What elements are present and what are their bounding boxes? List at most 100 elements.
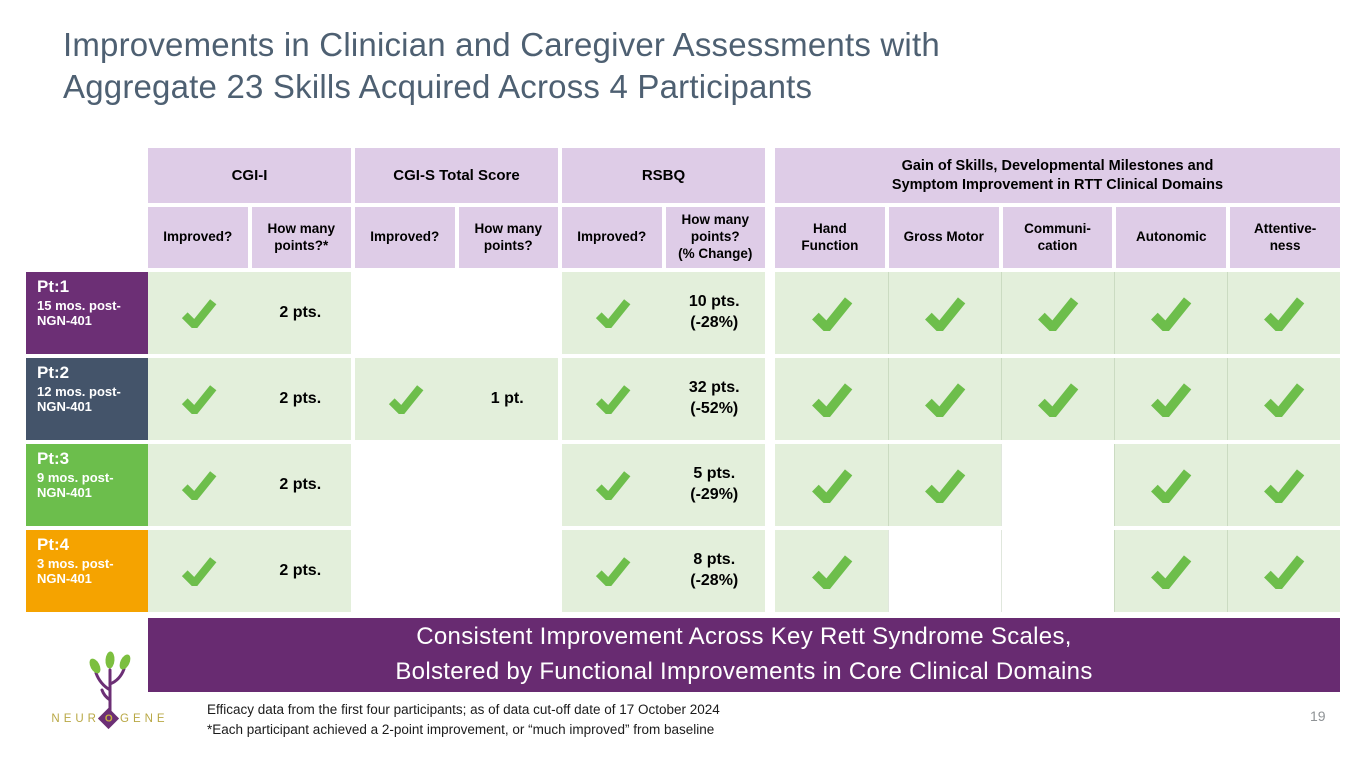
logo-word-right: GENE <box>120 712 169 725</box>
check-icon <box>811 468 852 503</box>
logo-o: O <box>104 713 113 724</box>
domains-row-1 <box>775 272 1340 354</box>
domain-cell <box>1227 444 1340 526</box>
check-icon <box>1151 382 1192 417</box>
participant-duration: 9 mos. post-NGN-401 <box>37 469 114 500</box>
points-cell: 2 pts. <box>279 389 322 407</box>
check-icon <box>811 382 852 417</box>
domain-cell <box>888 358 1001 440</box>
points-cell: 10 pts.(-28%) <box>688 293 740 331</box>
improved-cell <box>148 358 250 440</box>
domains-header-line: Gain of Skills, Developmental Milestones… <box>901 157 1214 174</box>
check-icon <box>1038 382 1079 417</box>
scales-row-2: 2 pts. 1 pt. 32 pts.(-52%) <box>148 358 765 440</box>
check-icon <box>1038 296 1079 331</box>
improved-cell <box>355 272 457 354</box>
points-cell <box>457 444 559 526</box>
scale-group-header-3: RSBQ <box>562 148 765 203</box>
domain-cell <box>888 444 1001 526</box>
scales-body: 2 pts. 10 pts.(-28%) 2 pts. 1 pt. 32 pts.(-5… <box>148 272 765 612</box>
domain-cell <box>1227 358 1340 440</box>
improved-cell <box>148 530 250 612</box>
scales-row-4: 2 pts. 8 pts.(-28%) <box>148 530 765 612</box>
points-cell: 1 pt. <box>490 389 524 407</box>
domain-cell <box>775 358 888 440</box>
scales-row-1: 2 pts. 10 pts.(-28%) <box>148 272 765 354</box>
scale-group-header-1: CGI-I <box>148 148 351 203</box>
scale-cell: 2 pts. <box>148 444 351 526</box>
domains-header-line: Symptom Improvement in RTT Clinical Doma… <box>891 176 1224 193</box>
participant-id: Pt:4 <box>37 535 70 554</box>
check-icon <box>925 296 966 331</box>
points-cell: 32 pts.(-52%) <box>688 379 740 417</box>
improved-cell <box>562 530 664 612</box>
check-icon <box>811 296 852 331</box>
check-icon <box>1264 296 1305 331</box>
scale-cell: 2 pts. <box>148 272 351 354</box>
scale-sub-header-3-1: Improved? <box>562 207 662 268</box>
scale-sub-header-2-1: Improved? <box>355 207 455 268</box>
check-icon <box>181 385 217 414</box>
points-cell: 8 pts.(-28%) <box>690 551 739 589</box>
check-icon <box>181 557 217 586</box>
improved-cell <box>148 272 250 354</box>
scale-cell: 2 pts. <box>148 358 351 440</box>
domains-body <box>775 272 1340 612</box>
domains-row-4 <box>775 530 1340 612</box>
scale-group-header-2: CGI-S Total Score <box>355 148 558 203</box>
improved-cell <box>562 358 664 440</box>
check-icon <box>181 299 217 328</box>
points-cell <box>457 530 559 612</box>
participant-duration: 3 mos. post-NGN-401 <box>37 555 114 586</box>
check-icon <box>1151 554 1192 589</box>
banner-line: Consistent Improvement Across Key Rett S… <box>416 623 1072 651</box>
domain-cell <box>1227 272 1340 354</box>
check-icon <box>811 554 852 589</box>
improved-cell <box>148 444 250 526</box>
domains-table: Gain of Skills, Developmental Milestones… <box>775 148 1340 612</box>
domain-column-header-2: Gross Motor <box>888 207 999 268</box>
improved-cell <box>355 358 457 440</box>
domain-cell <box>1001 358 1114 440</box>
improved-cell <box>355 444 457 526</box>
footnotes: Efficacy data from the first four partic… <box>207 700 720 741</box>
scale-cell: 8 pts.(-28%) <box>562 530 765 612</box>
points-cell: 5 pts.(-29%) <box>690 465 739 503</box>
points-cell: 2 pts. <box>279 303 322 321</box>
footnote-line: *Each participant achieved a 2-point imp… <box>207 722 715 738</box>
domain-cell <box>1001 444 1114 526</box>
check-icon <box>595 299 631 328</box>
summary-banner: Consistent Improvement Across Key Rett S… <box>148 618 1340 692</box>
improved-cell <box>562 444 664 526</box>
scale-cell <box>355 444 558 526</box>
domain-column-header-4: Autonomic <box>1116 207 1227 268</box>
check-icon <box>181 471 217 500</box>
page-title: Improvements in Clinician and Caregiver … <box>63 24 1223 108</box>
points-cell: 2 pts. <box>279 561 322 579</box>
scale-cell <box>355 272 558 354</box>
domain-column-header-5: Attentive-ness <box>1230 207 1340 268</box>
logo-word-left: NEUR <box>51 712 100 725</box>
neurogene-logo: NEUR O GENE <box>50 648 170 730</box>
domain-cell <box>775 272 888 354</box>
domain-cell <box>1001 272 1114 354</box>
check-icon <box>1151 296 1192 331</box>
points-cell <box>457 272 559 354</box>
title-line: Improvements in Clinician and Caregiver … <box>63 26 940 63</box>
scale-cell <box>355 530 558 612</box>
check-icon <box>1151 468 1192 503</box>
scale-cell: 2 pts. <box>148 530 351 612</box>
domain-column-header-3: Communi-cation <box>1002 207 1113 268</box>
scale-sub-header-1-1: Improved? <box>148 207 248 268</box>
participant-id: Pt:2 <box>37 363 70 382</box>
title-line: Aggregate 23 Skills Acquired Across 4 Pa… <box>63 68 813 106</box>
domains-group-header: Gain of Skills, Developmental Milestones… <box>775 148 1340 203</box>
domain-cell <box>888 272 1001 354</box>
domains-row-2 <box>775 358 1340 440</box>
domain-cell <box>1227 530 1340 612</box>
